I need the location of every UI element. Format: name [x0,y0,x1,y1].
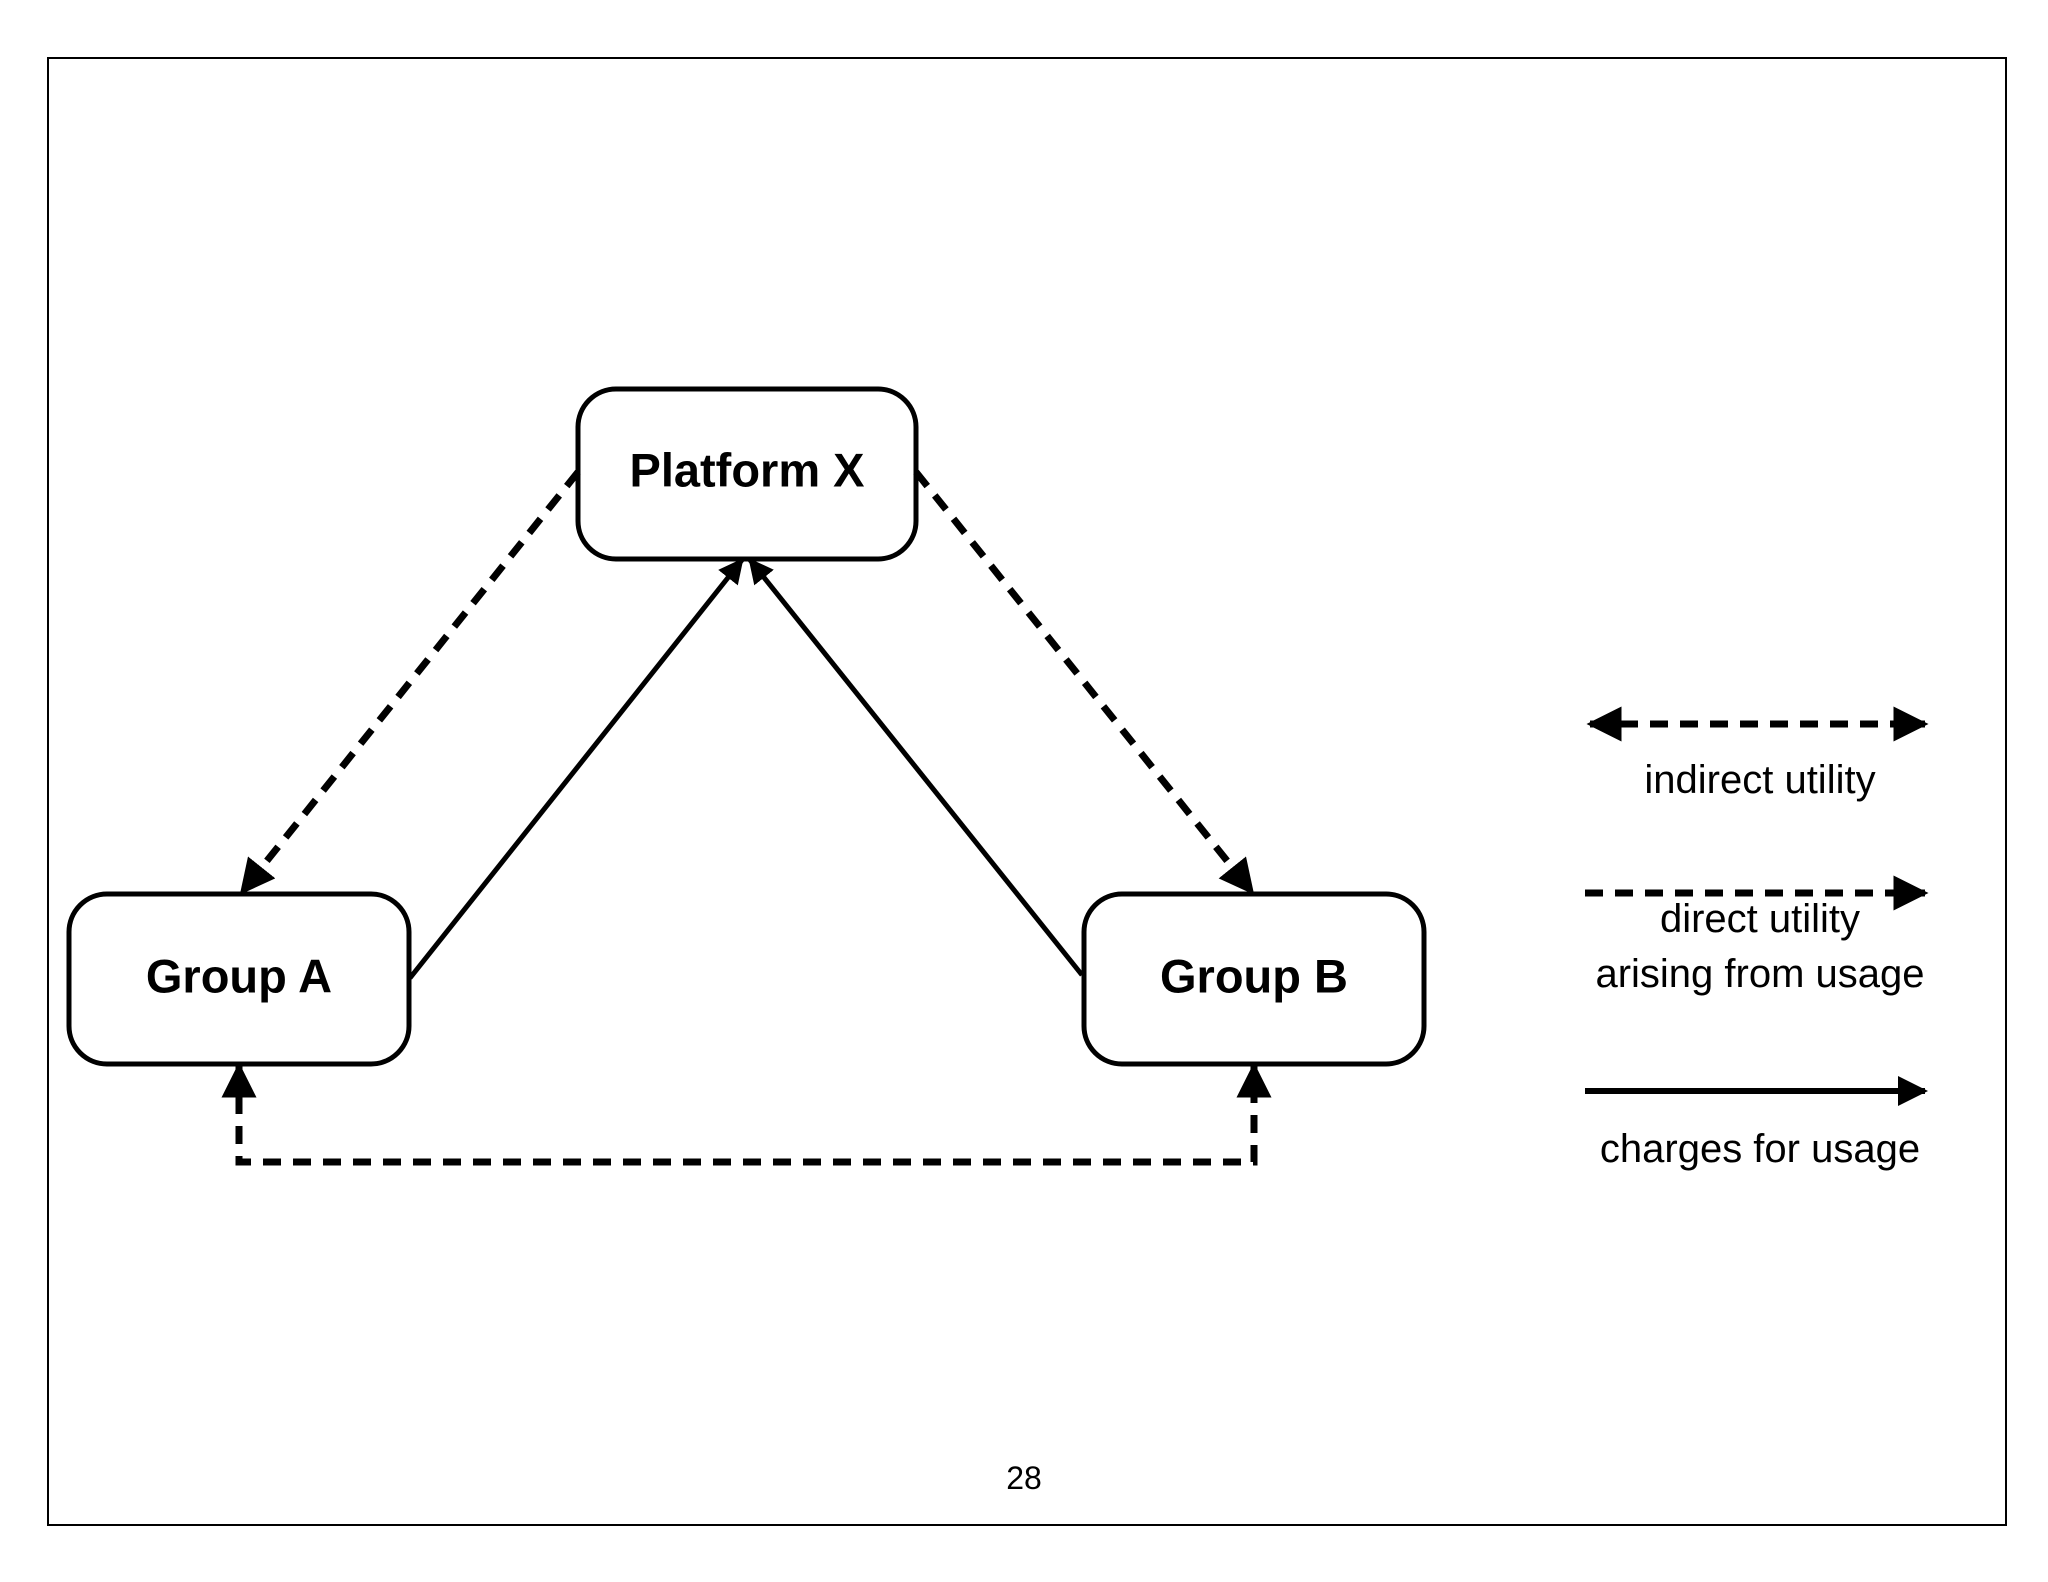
legend-direct-label-line1: direct utility [1660,897,1860,941]
legend-indirect-label: indirect utility [1644,758,1875,802]
group-b-label: Group B [1160,949,1348,1002]
legend-charges-label: charges for usage [1600,1127,1920,1171]
charges-arrow-a-to-platform [408,558,744,980]
legend: indirect utility direct utility arising … [1585,706,1929,1171]
charges-arrow-b-to-platform [748,558,1084,977]
legend-direct-label-line2: arising from usage [1595,952,1924,996]
node-group-b: Group B [1081,891,1427,1067]
indirect-utility-arrow-a-b [221,1062,1272,1166]
node-group-a: Group A [66,891,412,1067]
platform-x-label: Platform X [629,443,864,496]
page-number: 28 [1006,1460,1042,1496]
group-a-label: Group A [146,949,332,1002]
node-platform-x: Platform X [575,386,919,562]
slide-frame [47,57,2007,1526]
